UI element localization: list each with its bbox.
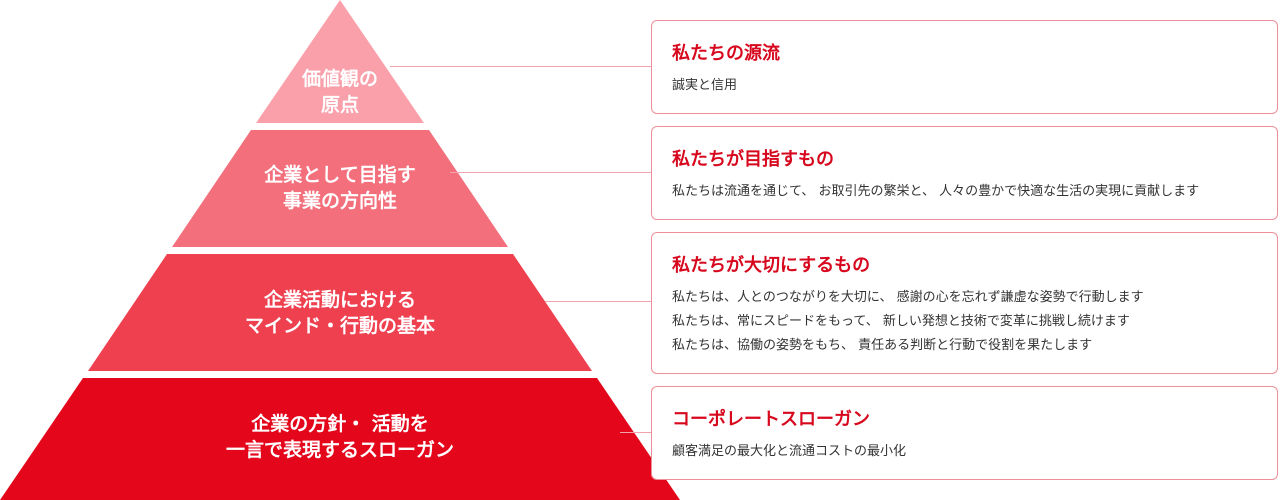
card-text: 誠実と信用 [672, 78, 738, 93]
pyramid [0, 0, 680, 500]
connector-1 [390, 66, 651, 67]
tier-label-2: 企業として目指す 事業の方向性 [264, 164, 416, 212]
card-title: 私たちが目指すもの [672, 149, 834, 170]
card-text: 私たちは、協働の姿勢をもち、 責任ある判断と行動で役割を果たします [672, 338, 1093, 353]
connector-2 [450, 172, 651, 173]
card-slogan: コーポレートスローガン 顧客満足の最大化と流通コストの最小化 [651, 386, 1278, 480]
card-text: 顧客満足の最大化と流通コストの最小化 [672, 444, 907, 459]
card-text: 私たちは流通を通じて、 お取引先の繁栄と、 人々の豊かで快適な生活の実現に貢献し… [672, 184, 1200, 199]
card-values: 私たちが大切にするもの 私たちは、人とのつながりを大切に、 感謝の心を忘れず謙虚… [651, 232, 1278, 374]
card-origin: 私たちの源流 誠実と信用 [651, 20, 1278, 114]
pyramid-tier-4 [0, 378, 680, 500]
connector-3 [545, 301, 651, 302]
card-aim: 私たちが目指すもの 私たちは流通を通じて、 お取引先の繁栄と、 人々の豊かで快適… [651, 126, 1278, 220]
pyramid-tier-1 [256, 0, 424, 123]
card-text: 私たちは、常にスピードをもって、 新しい発想と技術で変革に挑戦し続けます [672, 314, 1130, 329]
card-text: 私たちは、人とのつながりを大切に、 感謝の心を忘れず謙虚な姿勢で行動します [672, 290, 1144, 305]
pyramid-tier-3 [88, 254, 592, 371]
tier-label-3: 企業活動における マインド・行動の基本 [244, 289, 435, 337]
pyramid-tier-2 [172, 130, 508, 247]
tier-label-4: 企業の方針・ 活動を 一言で表現するスローガン [225, 413, 454, 461]
card-title: 私たちの源流 [672, 43, 780, 64]
connector-4 [620, 432, 651, 433]
card-title: コーポレートスローガン [672, 409, 870, 430]
tier-label-1: 価値観の 原点 [301, 68, 378, 116]
card-title: 私たちが大切にするもの [672, 255, 871, 276]
